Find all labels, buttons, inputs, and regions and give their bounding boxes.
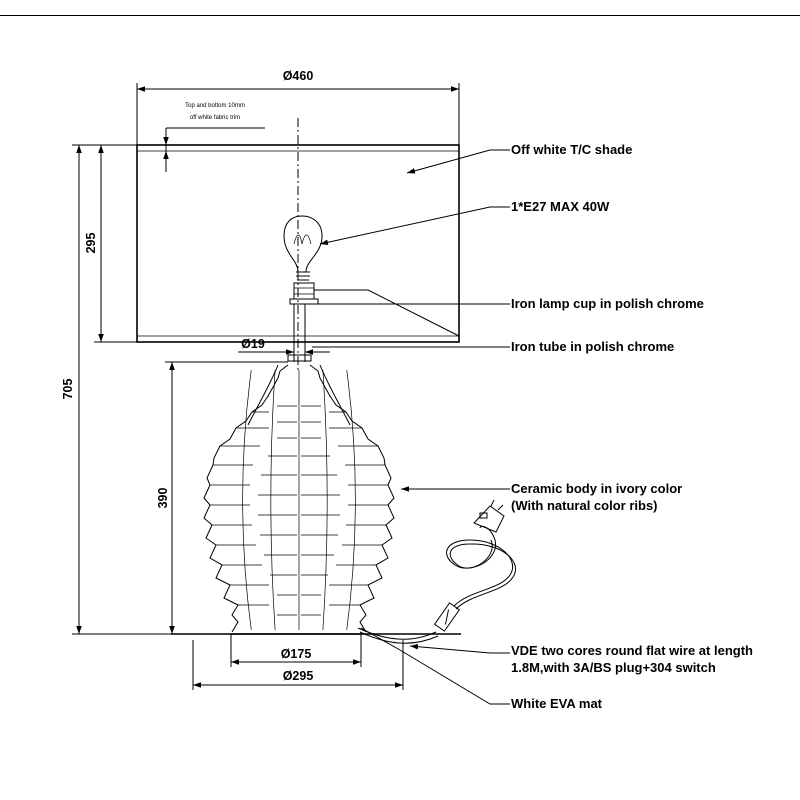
dimension-lines	[72, 83, 460, 690]
callout-leaders	[312, 149, 510, 705]
body-right-outline	[309, 364, 395, 633]
callout-body-line2: (With natural color ribs)	[511, 498, 658, 513]
body-left-outline	[203, 364, 289, 633]
callout-mat: White EVA mat	[511, 696, 603, 711]
callout-wire-line1: VDE two cores round flat wire at length	[511, 643, 753, 658]
dim-tube-diameter: Ø19	[241, 337, 265, 351]
vertical-rib	[270, 369, 276, 631]
dim-fabric-note-line1: Top and bottom 10mm	[185, 103, 245, 109]
lamp-cup	[289, 282, 319, 305]
vertical-rib	[242, 369, 252, 631]
dim-shade-height: 295	[84, 233, 98, 254]
iron-tube	[287, 304, 312, 362]
callout-bulb: 1*E27 MAX 40W	[511, 199, 610, 214]
dim-total-height: 705	[61, 379, 75, 400]
callout-lamp-cup: Iron lamp cup in polish chrome	[511, 296, 704, 311]
dim-foot-diameter: Ø175	[281, 647, 312, 661]
dim-shade-diameter: Ø460	[283, 69, 314, 83]
neck-left	[247, 364, 279, 426]
callout-body-line1: Ceramic body in ivory color	[511, 481, 682, 496]
vertical-rib	[346, 369, 356, 631]
bulb	[283, 215, 323, 281]
dim-base-diameter: Ø295	[283, 669, 314, 683]
dim-body-height: 390	[156, 488, 170, 509]
callout-tube: Iron tube in polish chrome	[511, 339, 674, 354]
neck-right	[319, 364, 351, 426]
ceramic-body	[203, 364, 395, 633]
dim-fabric-note-line2: off white fabric trim	[190, 115, 240, 121]
callout-wire-line2: 1.8M,with 3A/BS plug+304 switch	[511, 660, 716, 675]
callout-shade: Off white T/C shade	[511, 142, 632, 157]
vertical-rib	[322, 369, 328, 631]
cord-and-plug	[357, 499, 516, 644]
